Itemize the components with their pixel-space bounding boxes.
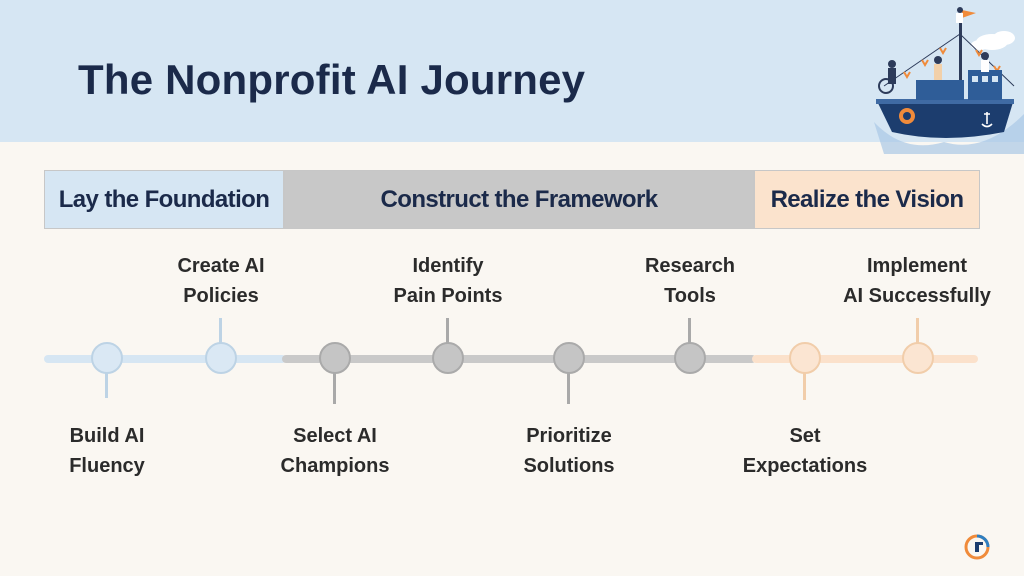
step-node-build-ai-fluency: [91, 342, 123, 374]
step-connector: [446, 318, 449, 344]
header-banner: [0, 0, 1024, 142]
phase-realize-the-vision: Realize the Vision: [754, 170, 980, 229]
ship-illustration: [874, 7, 1024, 154]
step-connector: [916, 318, 919, 344]
brand-logo-icon: [964, 534, 990, 560]
step-connector: [333, 372, 336, 404]
step-connector: [803, 372, 806, 400]
phase-construct-the-framework: Construct the Framework: [284, 170, 754, 229]
step-node-select-ai-champions: [319, 342, 351, 374]
step-connector: [219, 318, 222, 344]
step-connector: [105, 372, 108, 398]
step-node-prioritize-solutions: [553, 342, 585, 374]
step-connector: [688, 318, 691, 344]
step-node-set-expectations: [789, 342, 821, 374]
step-node-research-tools: [674, 342, 706, 374]
timeline-segment-vision: [752, 355, 978, 363]
step-connector: [567, 372, 570, 404]
step-node-create-ai-policies: [205, 342, 237, 374]
page-title: The Nonprofit AI Journey: [78, 56, 586, 103]
timeline-segment-foundation: [44, 355, 286, 363]
timeline-segment-framework: [282, 355, 756, 363]
step-node-implement-ai-successfully: [902, 342, 934, 374]
phase-lay-the-foundation: Lay the Foundation: [44, 170, 284, 229]
step-node-identify-pain-points: [432, 342, 464, 374]
